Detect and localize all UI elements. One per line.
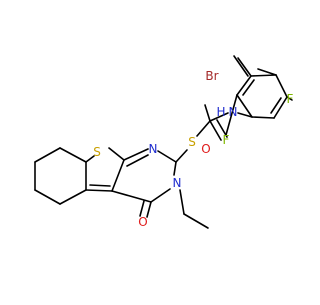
atom-o-carbonyl: O bbox=[138, 215, 147, 229]
atom-n-ring1: N bbox=[149, 142, 158, 156]
atom-labels: S N S O N H Br F F N O bbox=[93, 69, 293, 229]
bonds bbox=[34, 55, 293, 229]
atom-f-para: F bbox=[287, 92, 294, 106]
structure-svg: S N S O N H Br F F N O bbox=[34, 55, 294, 229]
atom-n-amide: N bbox=[229, 105, 238, 119]
atom-f-ortho: F bbox=[223, 133, 230, 147]
atom-o-amide: O bbox=[201, 142, 210, 156]
atom-br: Br bbox=[205, 69, 218, 83]
atom-n-ring2: N bbox=[173, 176, 182, 190]
atom-h-amide: H bbox=[216, 105, 225, 119]
molecule-diagram: S N S O N H Br F F N O bbox=[34, 55, 294, 229]
atom-s-thioether: S bbox=[188, 135, 196, 149]
atom-s-thiophene: S bbox=[93, 145, 101, 159]
